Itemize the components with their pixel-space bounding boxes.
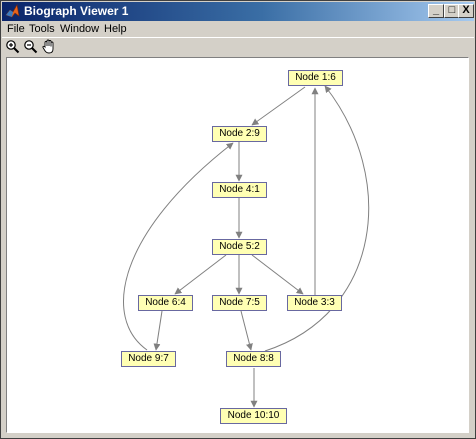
close-icon: X: [462, 4, 470, 16]
graph-node[interactable]: Node 6:4: [138, 295, 193, 311]
title-bar[interactable]: Biograph Viewer 1 _ □ X: [2, 2, 474, 21]
edge-7-8: [240, 310, 253, 351]
edge-5-6: [174, 254, 227, 295]
graph-node[interactable]: Node 1:6: [288, 70, 343, 86]
menu-tools[interactable]: Tools: [29, 23, 55, 35]
graph-node[interactable]: Node 9:7: [121, 351, 176, 367]
graph-node[interactable]: Node 8:8: [226, 351, 281, 367]
graph-node[interactable]: Node 7:5: [212, 295, 267, 311]
zoom-in-icon[interactable]: [5, 39, 21, 54]
graph-edges: [123, 85, 370, 408]
graph-node[interactable]: Node 5:2: [212, 239, 267, 255]
minimize-button[interactable]: _: [428, 4, 444, 18]
edge-8-1: [264, 85, 370, 352]
matlab-logo-icon: [5, 4, 20, 18]
graph-canvas[interactable]: Node 1:6 Node 2:9 Node 4:1 Node 5:2 Node…: [6, 57, 469, 433]
edge-6-9: [153, 310, 163, 351]
graph-node[interactable]: Node 3:3: [287, 295, 342, 311]
graph-node[interactable]: Node 2:9: [212, 126, 267, 142]
pan-hand-icon[interactable]: [41, 39, 57, 54]
toolbar: [2, 37, 474, 55]
graph-node[interactable]: Node 10:10: [220, 408, 287, 424]
menu-bar: File Tools Window Help: [2, 21, 474, 37]
window-title: Biograph Viewer 1: [24, 4, 129, 18]
menu-file[interactable]: File: [7, 23, 25, 35]
close-button[interactable]: X: [458, 4, 474, 18]
zoom-out-icon[interactable]: [23, 39, 39, 54]
minimize-icon: _: [432, 4, 440, 16]
maximize-icon: □: [448, 4, 456, 16]
menu-window[interactable]: Window: [60, 23, 100, 35]
menu-help[interactable]: Help: [104, 23, 127, 35]
edge-1-2: [251, 86, 306, 126]
edge-5-3: [251, 254, 304, 295]
graph-node[interactable]: Node 4:1: [212, 182, 267, 198]
edge-9-2: [123, 142, 234, 351]
